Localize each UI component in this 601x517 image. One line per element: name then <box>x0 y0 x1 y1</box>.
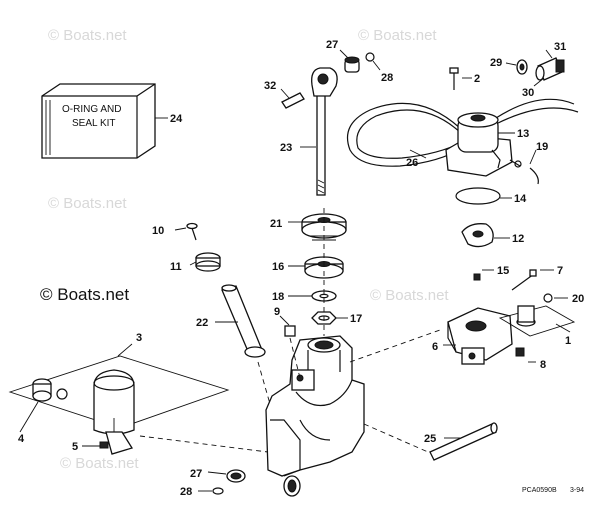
screw-2[interactable] <box>449 67 472 90</box>
callout-27-bottom: 27 <box>190 468 202 480</box>
watermark-text: © Boats.net <box>48 195 127 212</box>
callout-11: 11 <box>170 261 182 273</box>
seal-kit-box[interactable]: O-RING AND SEAL KIT 24 <box>41 83 183 159</box>
callout-19: 19 <box>536 141 548 153</box>
reservoir-3[interactable] <box>93 369 135 455</box>
callout-2: 2 <box>474 73 480 85</box>
rod-25[interactable] <box>429 422 498 461</box>
valve-body-6[interactable] <box>443 307 513 365</box>
reservoir-plate <box>8 343 230 429</box>
watermark-text: © Boats.net <box>370 287 449 304</box>
callout-13: 13 <box>517 128 529 140</box>
callout-32: 32 <box>264 80 276 92</box>
main-housing[interactable] <box>265 335 365 497</box>
callout-22: 22 <box>196 317 208 329</box>
callout-29: 29 <box>490 57 502 69</box>
callout-27-top: 27 <box>326 39 338 51</box>
callout-15: 15 <box>497 265 509 277</box>
o-ring-14[interactable] <box>455 187 512 205</box>
washer-18[interactable] <box>288 290 337 302</box>
o-ring-28-top[interactable] <box>365 52 381 71</box>
callout-17: 17 <box>350 313 362 325</box>
filter-12[interactable] <box>461 223 510 248</box>
callout-14: 14 <box>514 193 527 205</box>
screw-10[interactable] <box>174 222 198 241</box>
watermark-text: © Boats.net <box>358 27 437 44</box>
nut-17[interactable] <box>311 311 348 325</box>
fitting-9[interactable] <box>279 315 296 337</box>
callout-3: 3 <box>136 332 142 344</box>
callout-8: 8 <box>540 359 546 371</box>
screw-15[interactable] <box>473 269 494 281</box>
callout-28-bottom: 28 <box>180 486 192 498</box>
drawing-code: PCA0590B <box>522 487 557 494</box>
callout-12: 12 <box>512 233 524 245</box>
pump-motor-13[interactable] <box>445 112 515 177</box>
callout-18: 18 <box>272 291 284 303</box>
valve-cap-21[interactable] <box>288 213 347 241</box>
callout-23: 23 <box>280 142 292 154</box>
check-valve-1[interactable] <box>498 305 576 337</box>
manual-release-rod[interactable] <box>300 67 338 196</box>
screw-8[interactable] <box>515 347 536 363</box>
callout-28-top: 28 <box>381 72 393 84</box>
callout-24: 24 <box>170 113 183 125</box>
callout-21: 21 <box>270 218 282 230</box>
callout-6: 6 <box>432 341 438 353</box>
connector-30-31[interactable] <box>533 49 565 87</box>
callout-30: 30 <box>522 87 534 99</box>
bracket-19[interactable] <box>509 149 539 185</box>
tube-22[interactable] <box>215 284 266 358</box>
pin-32[interactable] <box>280 88 305 109</box>
housing-connection-lines <box>139 208 441 453</box>
callout-31: 31 <box>554 41 566 53</box>
callout-9: 9 <box>274 306 280 318</box>
watermark-text: © Boats.net <box>60 455 139 472</box>
plug-27-bottom[interactable] <box>207 469 246 483</box>
bushing-11[interactable] <box>189 252 221 272</box>
screw-5[interactable] <box>82 441 109 449</box>
screw-7[interactable] <box>511 269 554 291</box>
o-ring-20[interactable] <box>543 293 568 303</box>
callout-5: 5 <box>72 441 78 453</box>
callout-labels: 1 2 3 4 5 6 7 8 9 10 11 12 13 14 15 16 1… <box>18 39 584 498</box>
callout-25: 25 <box>424 433 436 445</box>
callout-4: 4 <box>18 433 25 445</box>
washer-29[interactable] <box>505 59 528 75</box>
seal-kit-line2: SEAL KIT <box>72 118 116 129</box>
callout-1: 1 <box>565 335 571 347</box>
o-ring-28-bottom[interactable] <box>198 487 224 495</box>
watermark-main: © Boats.net <box>40 285 129 304</box>
plug-27-top[interactable] <box>339 49 360 73</box>
watermark-layer: © Boats.net © Boats.net © Boats.net © Bo… <box>48 27 449 472</box>
callout-26: 26 <box>406 157 418 169</box>
reservoir-cup-4[interactable] <box>19 378 68 433</box>
callout-7: 7 <box>557 265 563 277</box>
seal-kit-line1: O-RING AND <box>62 104 121 115</box>
date-code: 3-94 <box>570 487 584 494</box>
callout-10: 10 <box>152 225 164 237</box>
motor-wiring-26[interactable] <box>346 98 579 167</box>
callout-16: 16 <box>272 261 284 273</box>
spool-16[interactable] <box>288 256 344 279</box>
watermark-text: © Boats.net <box>48 27 127 44</box>
callout-20: 20 <box>572 293 584 305</box>
